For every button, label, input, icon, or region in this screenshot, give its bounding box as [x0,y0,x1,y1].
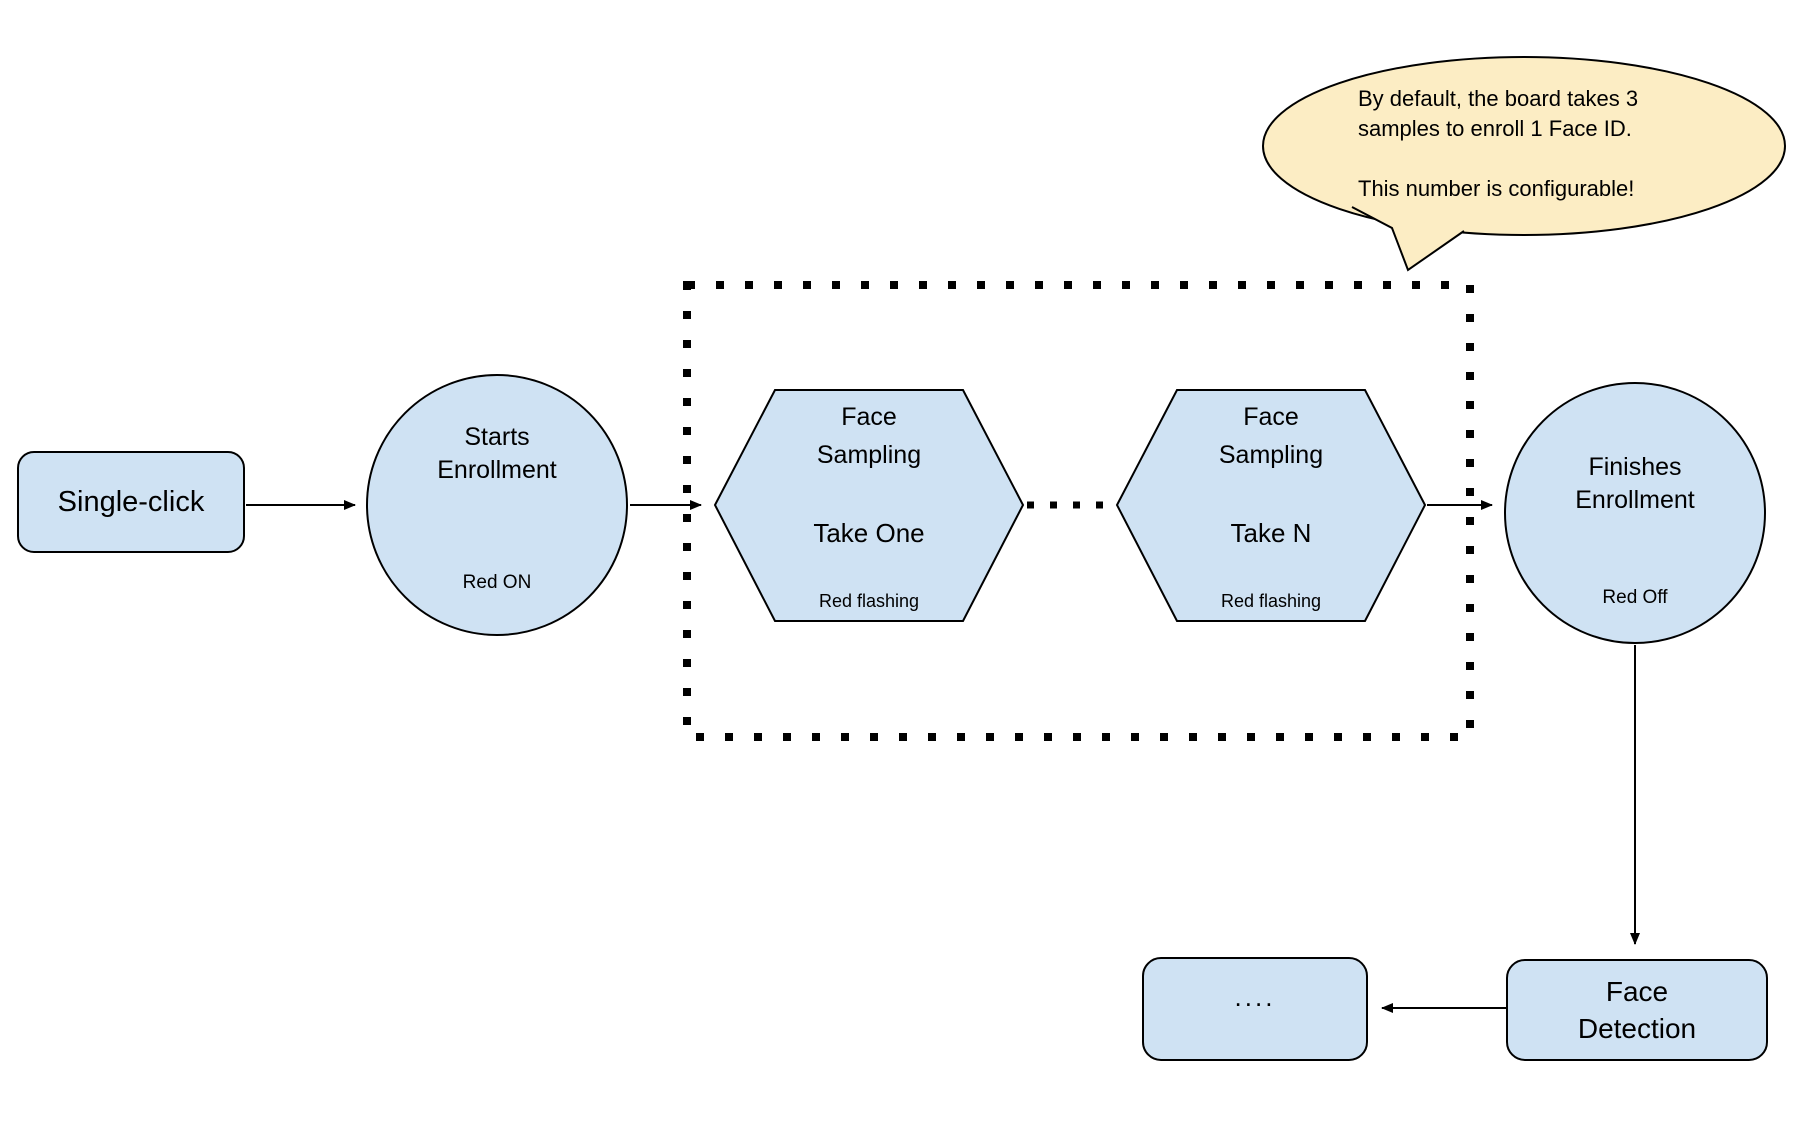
continuation-node-shape [1142,957,1368,1061]
callout-text: By default, the board takes 3 samples to… [1358,86,1639,201]
face-sampling-take-one-status: Red flashing [818,591,920,611]
face-sampling-take-one-node-shape [713,389,1025,622]
face-detection-label: Face Detection [1577,976,1697,1044]
starts-enrollment-title: Starts Enrollment [437,423,557,484]
sampling-group-dotted-border [683,281,1474,741]
callout-bubble [1262,56,1786,236]
finishes-enrollment-status: Red Off [1602,587,1668,608]
finishes-enrollment-title: Finishes Enrollment [1575,453,1695,514]
continuation-label: .... [1234,982,1276,1012]
starts-enrollment-node-shape [366,374,628,636]
callout-bubble-tail [1351,206,1465,272]
face-sampling-take-n-step: Take N [1230,518,1312,548]
face-sampling-take-one-title: Face Sampling [816,403,922,469]
face-sampling-take-n-title: Face Sampling [1218,403,1324,469]
finishes-enrollment-node-shape [1504,382,1766,644]
face-sampling-take-one-step: Take One [813,518,925,548]
single-click-label: Single-click [57,486,205,518]
face-sampling-take-n-node-shape [1115,389,1427,622]
face-detection-node-shape [1506,959,1768,1061]
single-click-node-shape [17,451,245,553]
starts-enrollment-status: Red ON [462,572,532,593]
face-sampling-take-n-status: Red flashing [1220,591,1322,611]
